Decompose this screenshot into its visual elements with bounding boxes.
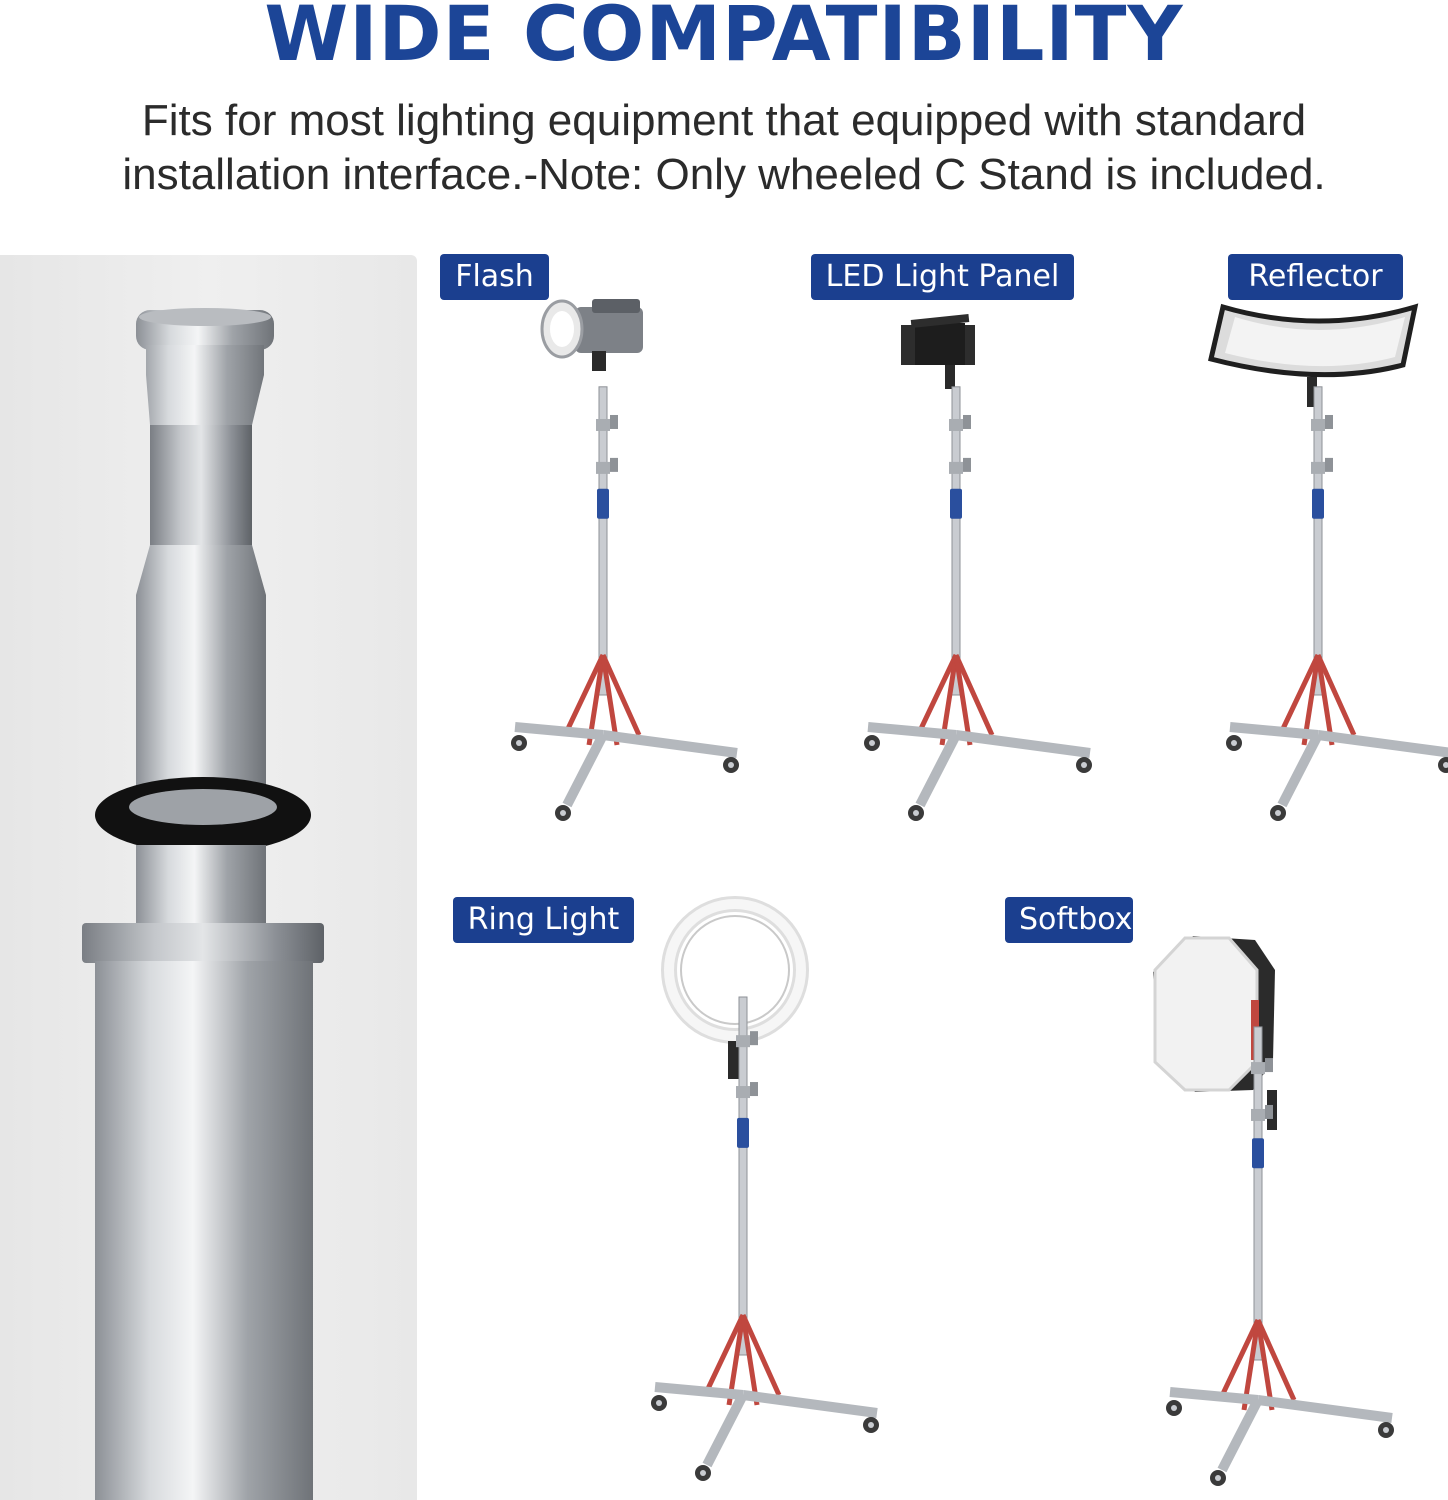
light-stand-icon <box>1166 1026 1394 1486</box>
spigot-closeup-image <box>82 308 324 1500</box>
light-stand-icon <box>864 386 1092 821</box>
softbox-icon <box>1153 936 1277 1130</box>
page-title: WIDE COMPATIBILITY <box>264 0 1184 78</box>
led-panel-icon <box>901 313 975 389</box>
light-stand-icon <box>1226 386 1448 821</box>
label-ring-light: Ring Light <box>453 897 634 943</box>
led-panel-on-stand <box>853 295 1103 835</box>
spigot-closeup-panel <box>0 255 417 1500</box>
reflector-icon <box>1208 303 1419 407</box>
label-softbox: Softbox <box>1005 897 1133 943</box>
flash-head-icon <box>540 299 643 371</box>
ring-light-on-stand <box>640 895 890 1495</box>
light-stand-icon <box>511 386 739 821</box>
softbox-on-stand <box>1145 930 1415 1500</box>
label-led-light-panel: LED Light Panel <box>811 254 1074 300</box>
light-stand-icon <box>651 996 879 1481</box>
page-subtitle: Fits for most lighting equipment that eq… <box>122 96 1326 199</box>
flash-on-stand <box>500 295 750 835</box>
label-flash: Flash <box>440 254 549 300</box>
label-reflector: Reflector <box>1228 254 1403 300</box>
reflector-on-stand <box>1208 295 1448 835</box>
